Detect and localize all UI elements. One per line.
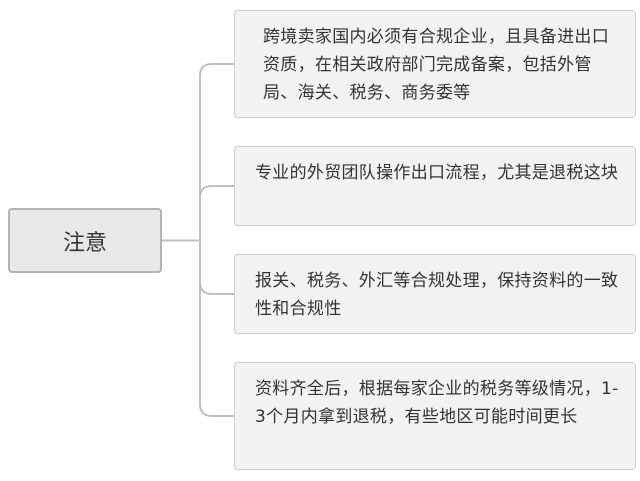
connector-branch-3	[199, 281, 234, 295]
branch-node-2: 专业的外贸团队操作出口流程，尤其是退税这块	[234, 146, 636, 226]
branch-node-2-text: 专业的外贸团队操作出口流程，尤其是退税这块	[255, 163, 619, 183]
branch-node-1: 跨境卖家国内必须有合规企业，且具备进出口资质，在相关政府部门完成备案，包括外管局…	[234, 10, 636, 118]
root-node-label: 注意	[62, 230, 107, 256]
branch-node-4: 资料齐全后，根据每家企业的税务等级情况，1-3个月内拿到退税，有些地区可能时间更…	[234, 362, 636, 470]
branch-node-4-text: 资料齐全后，根据每家企业的税务等级情况，1-3个月内拿到退税，有些地区可能时间更…	[255, 379, 619, 427]
connector-branch-2	[199, 185, 234, 199]
branch-node-1-text: 跨境卖家国内必须有合规企业，且具备进出口资质，在相关政府部门完成备案，包括外管局…	[263, 27, 609, 103]
branch-node-3: 报关、税务、外汇等合规处理，保持资料的一致性和合规性	[234, 254, 636, 334]
branch-node-3-text: 报关、税务、外汇等合规处理，保持资料的一致性和合规性	[255, 271, 619, 319]
connector-trunk	[199, 63, 213, 417]
root-node: 注意	[8, 208, 162, 273]
